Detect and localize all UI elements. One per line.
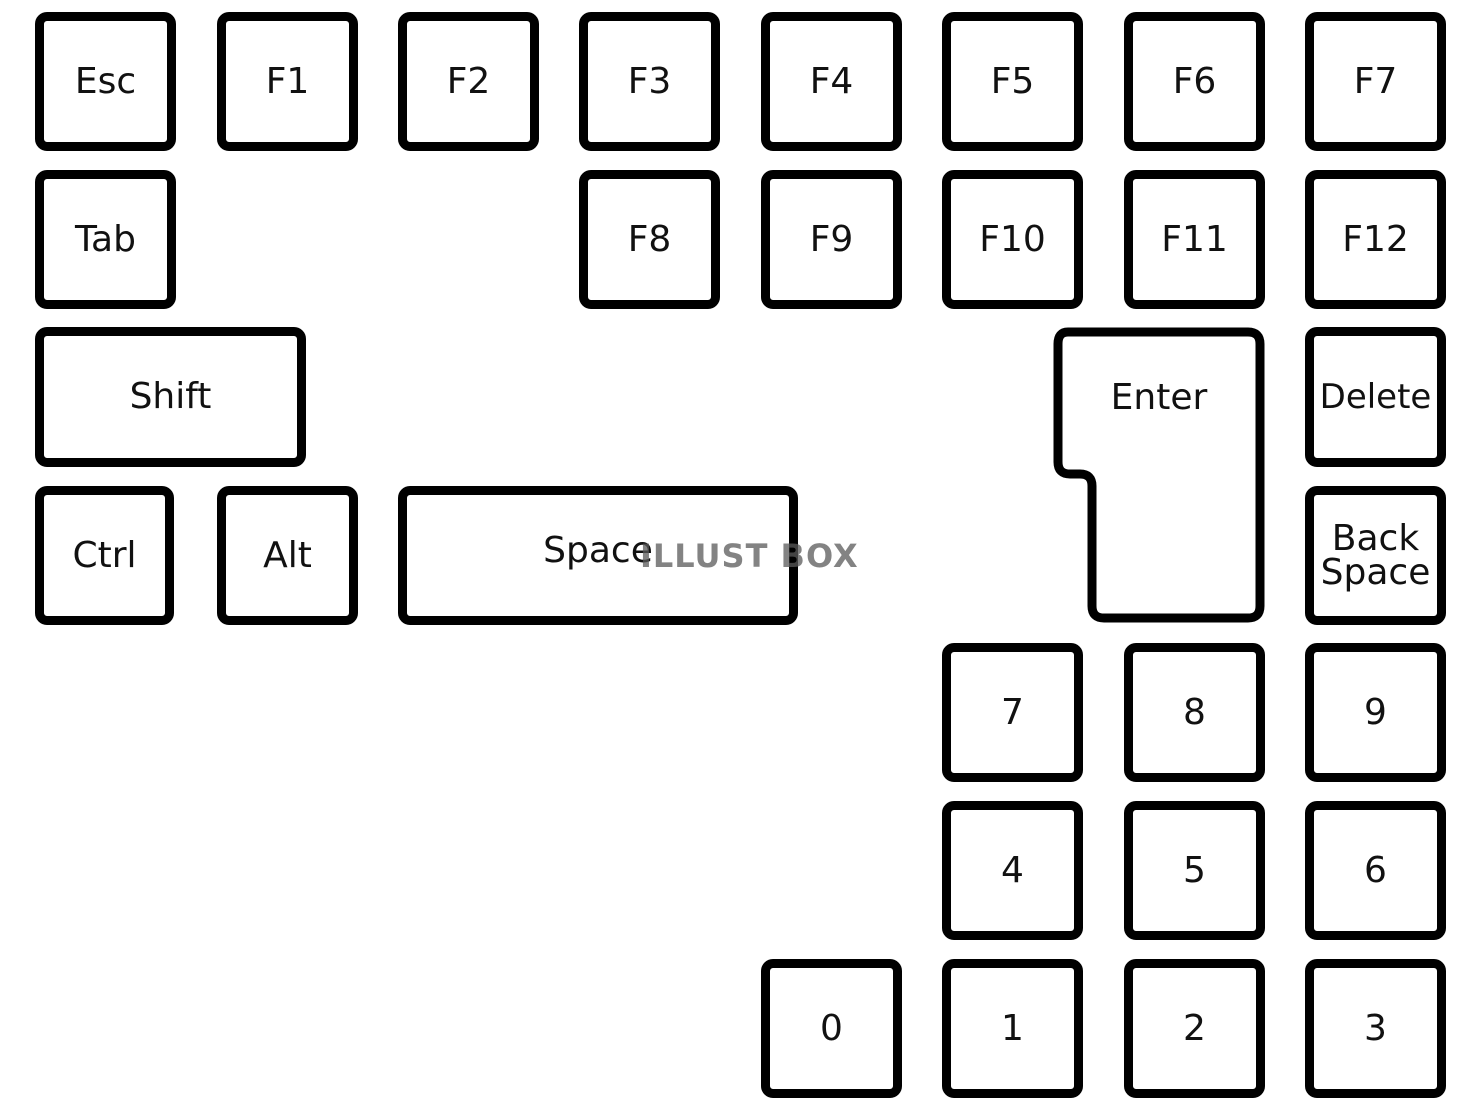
- key-enter[interactable]: [1052, 326, 1268, 626]
- enter-key-outline: [1053, 327, 1265, 623]
- key-label: F1: [265, 60, 310, 102]
- key-f3[interactable]: F3: [579, 12, 720, 151]
- key-3[interactable]: 3: [1305, 959, 1446, 1098]
- key-0[interactable]: 0: [761, 959, 902, 1098]
- key-backspace[interactable]: Back Space: [1305, 486, 1446, 625]
- key-label: F7: [1353, 60, 1398, 102]
- key-label: Alt: [263, 534, 312, 576]
- key-f12[interactable]: F12: [1305, 170, 1446, 309]
- key-f8[interactable]: F8: [579, 170, 720, 309]
- key-esc[interactable]: Esc: [35, 12, 176, 151]
- key-ctrl[interactable]: Ctrl: [35, 486, 174, 625]
- key-alt[interactable]: Alt: [217, 486, 358, 625]
- key-label: 7: [1001, 691, 1024, 733]
- key-f4[interactable]: F4: [761, 12, 902, 151]
- key-space[interactable]: Space: [398, 486, 798, 625]
- key-label: 3: [1364, 1007, 1387, 1049]
- key-shift[interactable]: Shift: [35, 327, 306, 467]
- key-label: F8: [627, 218, 672, 260]
- key-label: F5: [990, 60, 1035, 102]
- key-label: Tab: [75, 218, 136, 260]
- key-6[interactable]: 6: [1305, 801, 1446, 940]
- key-4[interactable]: 4: [942, 801, 1083, 940]
- key-label-enter: Enter: [1110, 377, 1208, 418]
- key-f6[interactable]: F6: [1124, 12, 1265, 151]
- key-label: 9: [1364, 691, 1387, 733]
- key-label: 5: [1183, 849, 1206, 891]
- key-f9[interactable]: F9: [761, 170, 902, 309]
- key-f10[interactable]: F10: [942, 170, 1083, 309]
- key-f1[interactable]: F1: [217, 12, 358, 151]
- key-label: F6: [1172, 60, 1217, 102]
- key-f7[interactable]: F7: [1305, 12, 1446, 151]
- key-label: 0: [820, 1007, 843, 1049]
- key-label: Delete: [1319, 377, 1432, 417]
- key-label: 8: [1183, 691, 1206, 733]
- key-1[interactable]: 1: [942, 959, 1083, 1098]
- key-f2[interactable]: F2: [398, 12, 539, 151]
- key-7[interactable]: 7: [942, 643, 1083, 782]
- key-8[interactable]: 8: [1124, 643, 1265, 782]
- key-label: F4: [809, 60, 854, 102]
- key-9[interactable]: 9: [1305, 643, 1446, 782]
- key-label: 6: [1364, 849, 1387, 891]
- key-delete[interactable]: Delete: [1305, 327, 1446, 467]
- key-tab[interactable]: Tab: [35, 170, 176, 309]
- key-f5[interactable]: F5: [942, 12, 1083, 151]
- key-label: 1: [1001, 1007, 1024, 1049]
- key-label-line1: Back: [1331, 518, 1420, 560]
- key-label: F9: [809, 218, 854, 260]
- key-2[interactable]: 2: [1124, 959, 1265, 1098]
- key-f11[interactable]: F11: [1124, 170, 1265, 309]
- key-label: Shift: [129, 376, 212, 417]
- key-label: F10: [979, 218, 1046, 260]
- key-label: F11: [1161, 218, 1228, 260]
- key-label: Ctrl: [72, 534, 137, 576]
- key-label: Esc: [74, 60, 137, 102]
- key-label: F12: [1342, 218, 1409, 260]
- key-label-line2: Space: [1320, 551, 1431, 593]
- key-5[interactable]: 5: [1124, 801, 1265, 940]
- key-label: F3: [627, 60, 672, 102]
- key-label: 4: [1001, 849, 1024, 891]
- key-label: F2: [446, 60, 491, 102]
- key-label: 2: [1183, 1007, 1206, 1049]
- key-label: Space: [543, 529, 653, 571]
